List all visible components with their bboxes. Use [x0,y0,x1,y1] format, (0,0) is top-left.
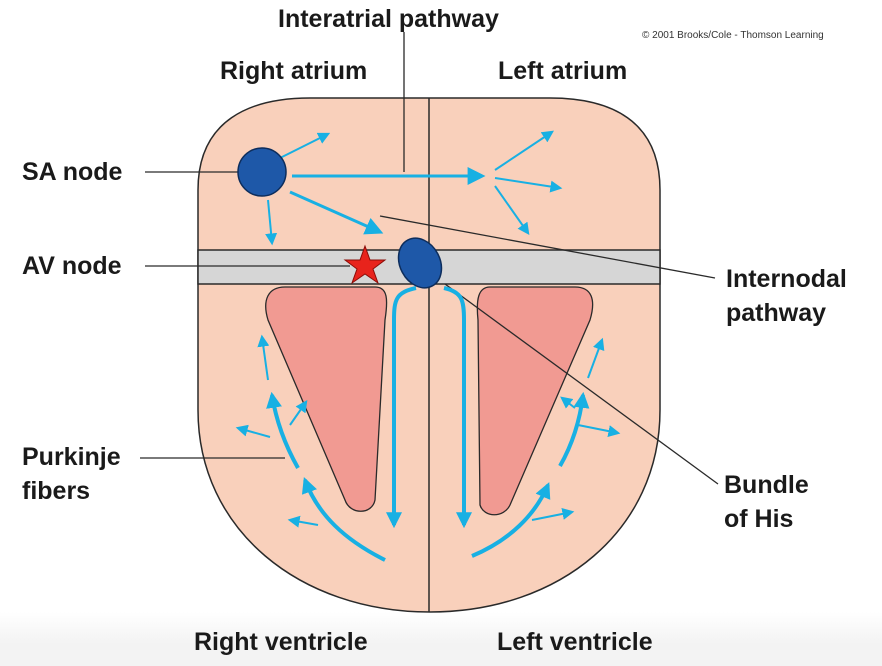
purkinje-fibers [266,391,590,562]
copyright-text: © 2001 Brooks/Cole - Thomson Learning [642,30,824,41]
av-node-icon [397,237,443,289]
label-internodal: Internodal [726,265,847,293]
bottom-fade [0,612,882,666]
label-right-ventricle: Right ventricle [194,628,368,656]
left-ventricle-chamber [476,286,594,516]
label-left-atrium: Left atrium [498,57,628,85]
purkinje-small-arrows [235,334,621,528]
label-left-ventricle: Left ventricle [497,628,653,656]
label-internodal-pathway: pathway [726,299,827,327]
red-star-icon [343,244,387,285]
bundle-branches [386,286,472,529]
label-of-his: of His [724,505,794,533]
label-right-atrium: Right atrium [220,57,368,85]
label-av-node: AV node [22,252,122,280]
leader-lines [140,32,719,485]
label-sa-node: SA node [22,158,123,186]
sa-node-icon [237,147,287,197]
atrial-pathways [265,130,563,246]
label-fibers: fibers [22,477,91,505]
right-ventricle-chamber [265,286,388,512]
label-interatrial-pathway: Interatrial pathway [278,5,499,33]
label-purkinje: Purkinje [22,443,121,471]
label-bundle: Bundle [724,471,809,499]
